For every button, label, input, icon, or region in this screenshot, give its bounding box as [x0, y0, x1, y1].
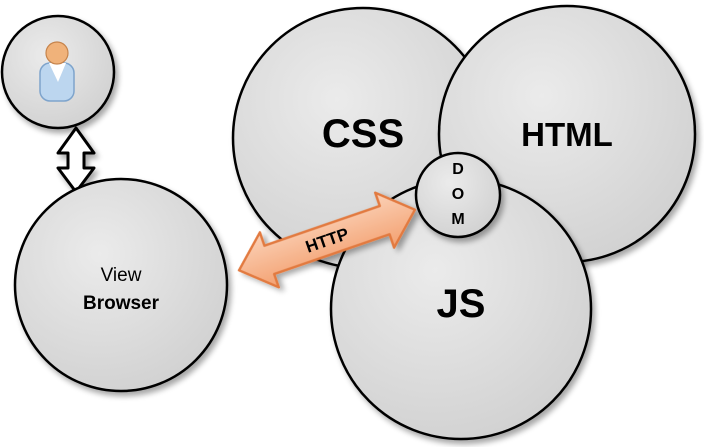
- double-arrow-vertical-icon: [56, 126, 96, 194]
- dom-letter-d: D: [452, 161, 464, 178]
- dom-letter-m: M: [451, 211, 464, 228]
- dom-letter-o: O: [452, 186, 464, 203]
- user-node: [0, 14, 116, 130]
- browser-label: Browser: [83, 293, 160, 314]
- user-icon: [39, 41, 75, 102]
- browser-node: View Browser: [13, 177, 229, 393]
- dom-node: D O M: [414, 151, 502, 239]
- html-label: HTML: [521, 116, 613, 153]
- http-arrow: HTTP: [237, 191, 417, 289]
- browser-view-label: View: [101, 265, 142, 286]
- js-label: JS: [437, 282, 486, 326]
- css-label: CSS: [322, 112, 404, 156]
